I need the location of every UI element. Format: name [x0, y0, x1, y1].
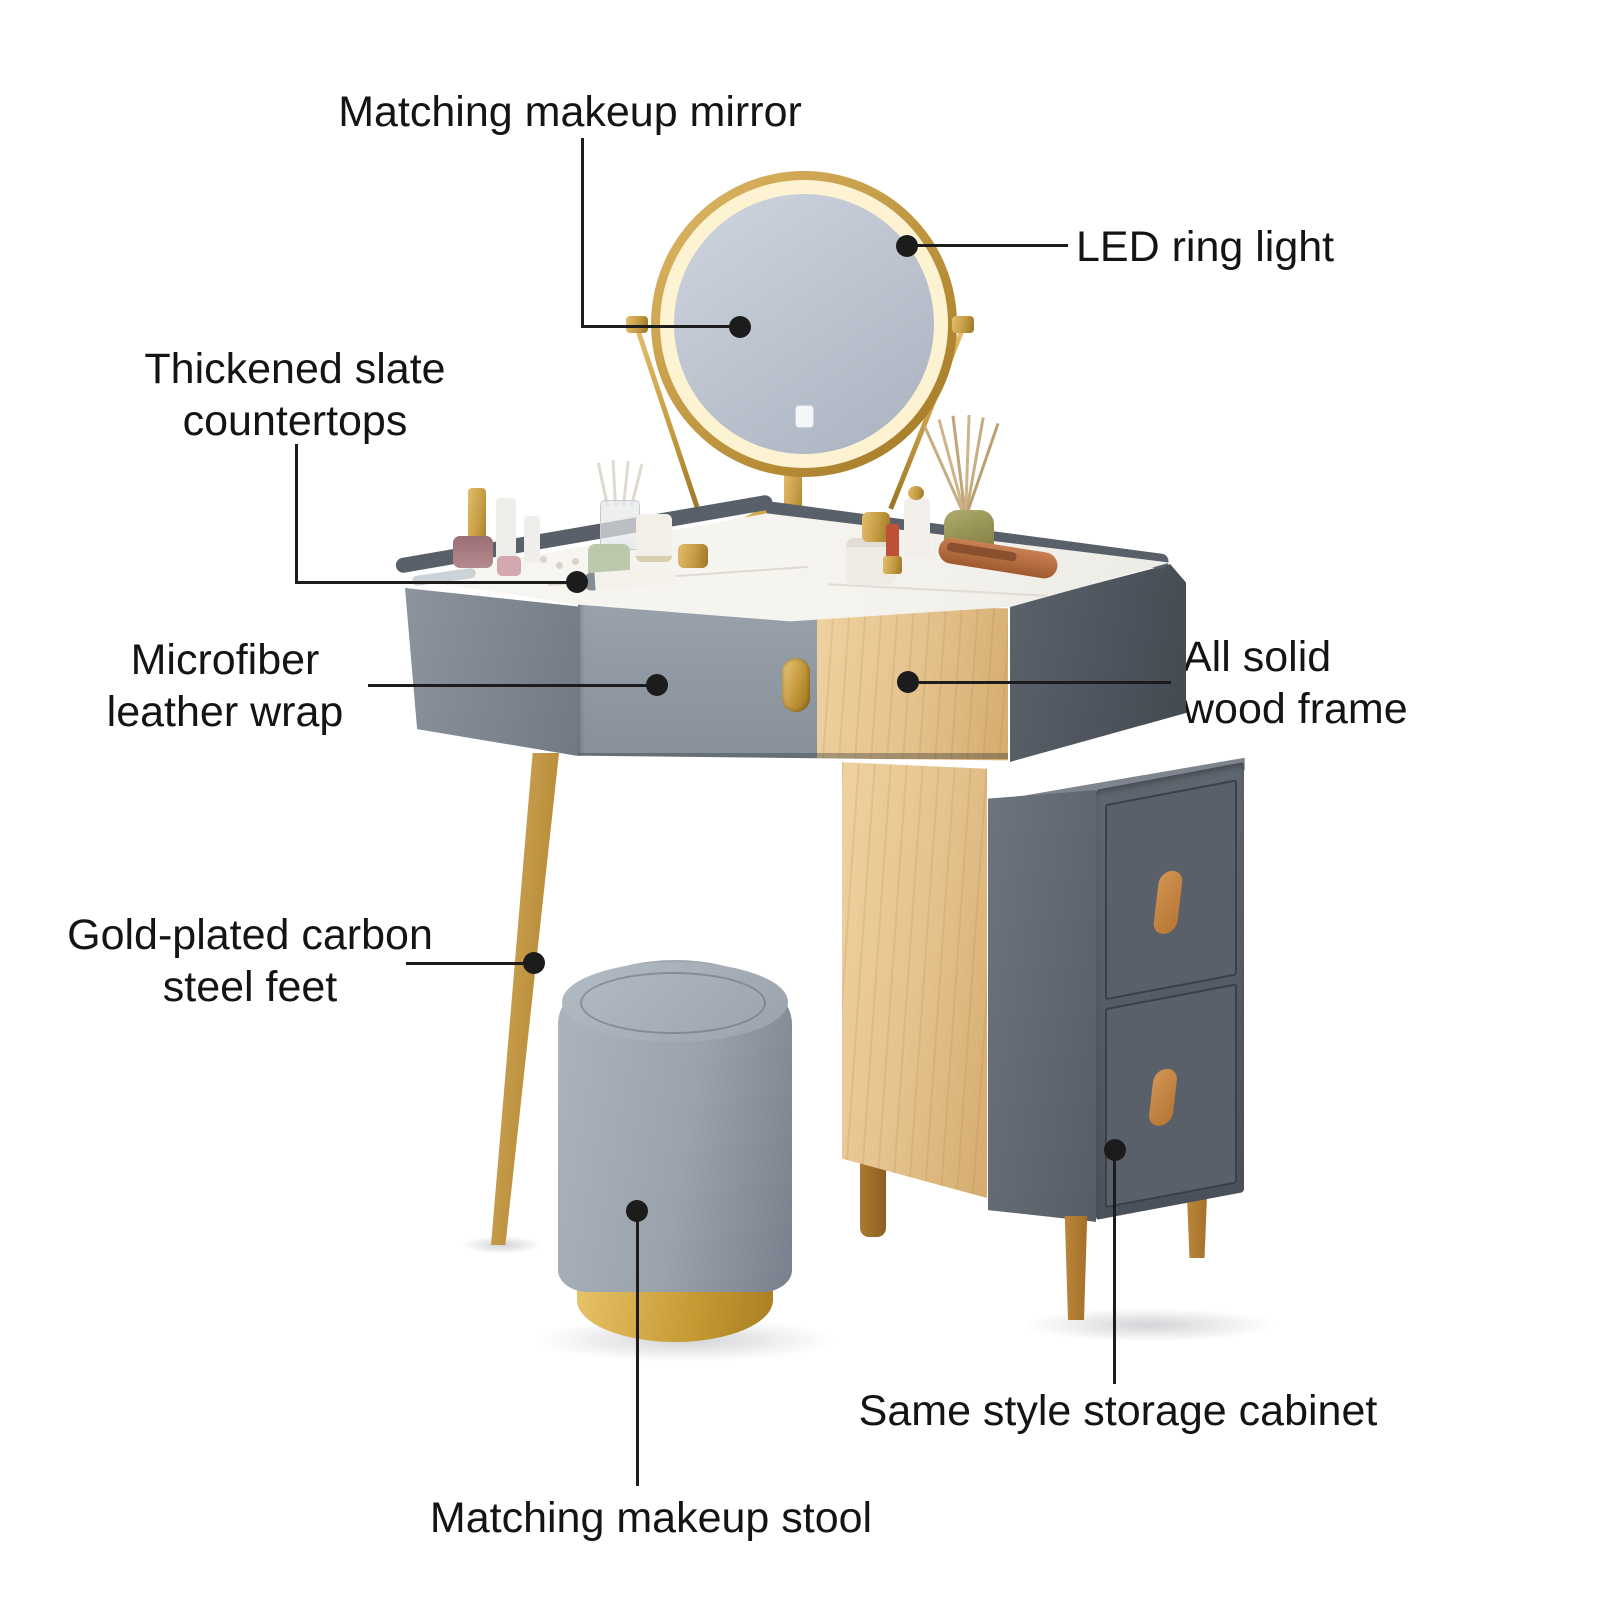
label-same-style-storage-cabinet: Same style storage cabinet [818, 1385, 1418, 1437]
cosmetic-white-bottle [496, 498, 516, 564]
drawer-bottom-seam [578, 753, 1008, 759]
callout-dot-steel-feet [523, 952, 545, 974]
table-front-leg [491, 753, 559, 1245]
callout-line-wood-frame [919, 681, 1171, 684]
lipstick [886, 524, 899, 560]
mirror-pivot-left [626, 316, 648, 333]
marble-vein [828, 583, 1048, 597]
label-text: Same style storage cabinet [858, 1387, 1378, 1435]
label-thickened-slate-countertops: Thickened slate countertops [95, 343, 495, 447]
callout-dot-countertop [566, 571, 588, 593]
callout-line-countertop-horizontal [295, 581, 567, 584]
perfume-cap [908, 486, 924, 500]
cosmetic-pink-jar [497, 556, 521, 576]
callout-dot-storage-cabinet [1104, 1139, 1126, 1161]
cosmetic-spray-bottle [524, 516, 540, 562]
label-text: All solid [1183, 633, 1332, 681]
label-led-ring-light: LED ring light [1076, 221, 1334, 273]
label-text: LED ring light [1076, 223, 1335, 271]
callout-line-mirror-vertical [581, 138, 584, 328]
mirror-touch-icon [795, 405, 814, 428]
cabinet-front-right-leg [1186, 1184, 1208, 1258]
cotton-swab-cup [600, 500, 640, 550]
label-text: Gold-plated carbon [67, 911, 433, 959]
mirror-pivot-right [952, 316, 974, 333]
mirror-led-glow-ring [660, 180, 948, 468]
callout-line-led [916, 244, 1068, 247]
label-text: wood frame [1183, 685, 1408, 733]
callout-dot-led [896, 235, 918, 257]
drawer-pull-handle [782, 658, 810, 712]
drawer-front-gray [578, 602, 817, 761]
cabinet-left-side [988, 790, 1096, 1222]
mirror-glass [674, 194, 934, 454]
label-text: countertops [182, 397, 408, 445]
stool-cushion-stitch-ring [580, 972, 766, 1034]
callout-line-steel-feet [406, 962, 528, 965]
gold-jar [862, 512, 890, 542]
callout-dot-leather-wrap [646, 674, 668, 696]
callout-dot-mirror [729, 316, 751, 338]
table-left-face [405, 588, 578, 756]
label-all-solid-wood-frame: All solid wood frame [1183, 631, 1408, 735]
label-text: leather wrap [106, 688, 344, 736]
label-text: Matching makeup stool [429, 1494, 873, 1542]
mirror-ring-frame [651, 171, 957, 477]
white-cream-jar-center [636, 514, 672, 562]
label-text: Thickened slate [144, 345, 446, 393]
cosmetic-pearls [540, 556, 547, 563]
cabinet-shadow [1024, 1308, 1274, 1342]
lipstick-base [883, 556, 902, 574]
cabinet-front-left-leg [1064, 1216, 1088, 1320]
callout-line-leather-wrap [368, 684, 648, 687]
label-gold-plated-carbon-steel-feet: Gold-plated carbon steel feet [40, 909, 460, 1013]
label-microfiber-leather-wrap: Microfiber leather wrap [55, 634, 395, 738]
callout-line-countertop-vertical [295, 444, 298, 584]
stool-body [558, 960, 792, 1292]
cosmetic-mauve-jar [453, 536, 493, 568]
callout-dot-stool [626, 1200, 648, 1222]
perfume-bottle [904, 498, 930, 558]
gold-flat-jar [678, 544, 708, 568]
label-matching-makeup-stool: Matching makeup stool [386, 1492, 916, 1544]
label-text: Microfiber [130, 636, 320, 684]
callout-dot-wood-frame [897, 671, 919, 693]
label-text: Matching makeup mirror [338, 88, 802, 136]
leg-shadow [462, 1236, 542, 1254]
wood-support-panel [842, 762, 987, 1198]
label-matching-makeup-mirror: Matching makeup mirror [270, 86, 870, 138]
callout-line-storage-cabinet [1113, 1158, 1116, 1384]
label-text: steel feet [162, 963, 338, 1011]
callout-line-mirror-horizontal [581, 325, 733, 328]
callout-line-stool [636, 1220, 639, 1486]
